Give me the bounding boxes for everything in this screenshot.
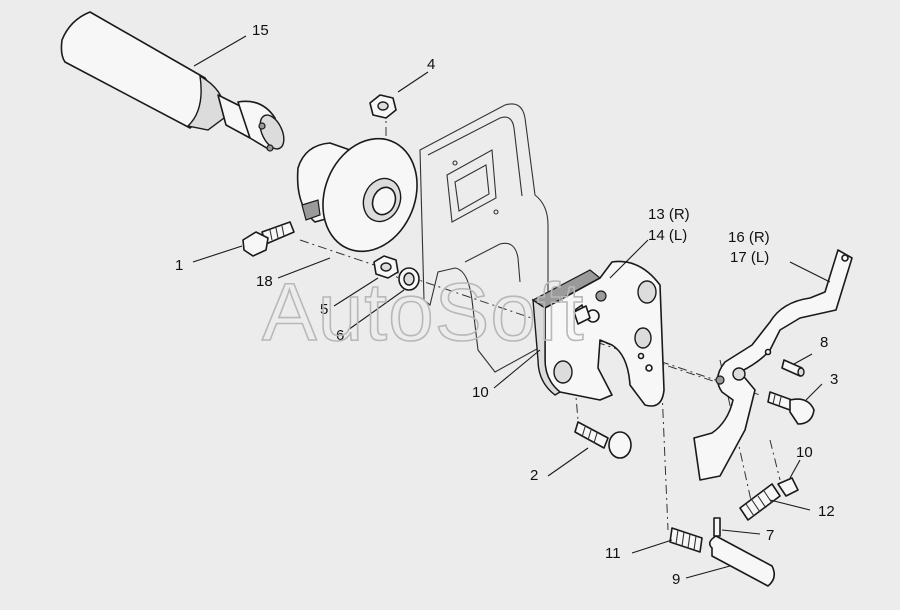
nut-washer bbox=[373, 255, 420, 291]
callout-15: 15 bbox=[252, 22, 269, 39]
callout-1: 1 bbox=[175, 257, 183, 274]
callout-7: 7 bbox=[766, 527, 774, 544]
nut-top bbox=[369, 94, 397, 119]
roll-pin-7 bbox=[713, 517, 721, 537]
bracket bbox=[531, 260, 665, 407]
callout-6: 6 bbox=[336, 327, 344, 344]
callout-16-r: 16 (R) bbox=[728, 229, 770, 246]
callout-9: 9 bbox=[672, 571, 680, 588]
pin-8 bbox=[781, 359, 805, 377]
bolt-3 bbox=[767, 391, 815, 425]
pin-10-right bbox=[777, 477, 799, 497]
lever bbox=[693, 249, 853, 481]
bolt-1 bbox=[242, 221, 295, 257]
leader-lines bbox=[192, 35, 831, 579]
callout-10-left: 10 bbox=[472, 384, 489, 401]
callout-5: 5 bbox=[320, 301, 328, 318]
callout-2: 2 bbox=[530, 467, 538, 484]
callout-12: 12 bbox=[818, 503, 835, 520]
screw-2 bbox=[574, 421, 632, 459]
callout-14-l: 14 (L) bbox=[648, 227, 687, 244]
watermark: AutoSoft bbox=[262, 267, 585, 358]
handle-grip bbox=[60, 11, 285, 152]
plunger-9 bbox=[708, 535, 776, 587]
callout-11: 11 bbox=[605, 545, 621, 562]
callout-3: 3 bbox=[830, 371, 838, 388]
callout-8: 8 bbox=[820, 334, 828, 351]
callout-13-r: 13 (R) bbox=[648, 206, 690, 223]
spring-11 bbox=[669, 527, 703, 553]
spring-12 bbox=[739, 483, 781, 521]
handle-boss-flange bbox=[296, 137, 418, 253]
callout-4: 4 bbox=[427, 56, 435, 73]
callout-10-right: 10 bbox=[796, 444, 813, 461]
callout-18: 18 bbox=[256, 273, 273, 290]
callout-17-l: 17 (L) bbox=[730, 249, 769, 266]
pin-10-left bbox=[573, 305, 591, 325]
